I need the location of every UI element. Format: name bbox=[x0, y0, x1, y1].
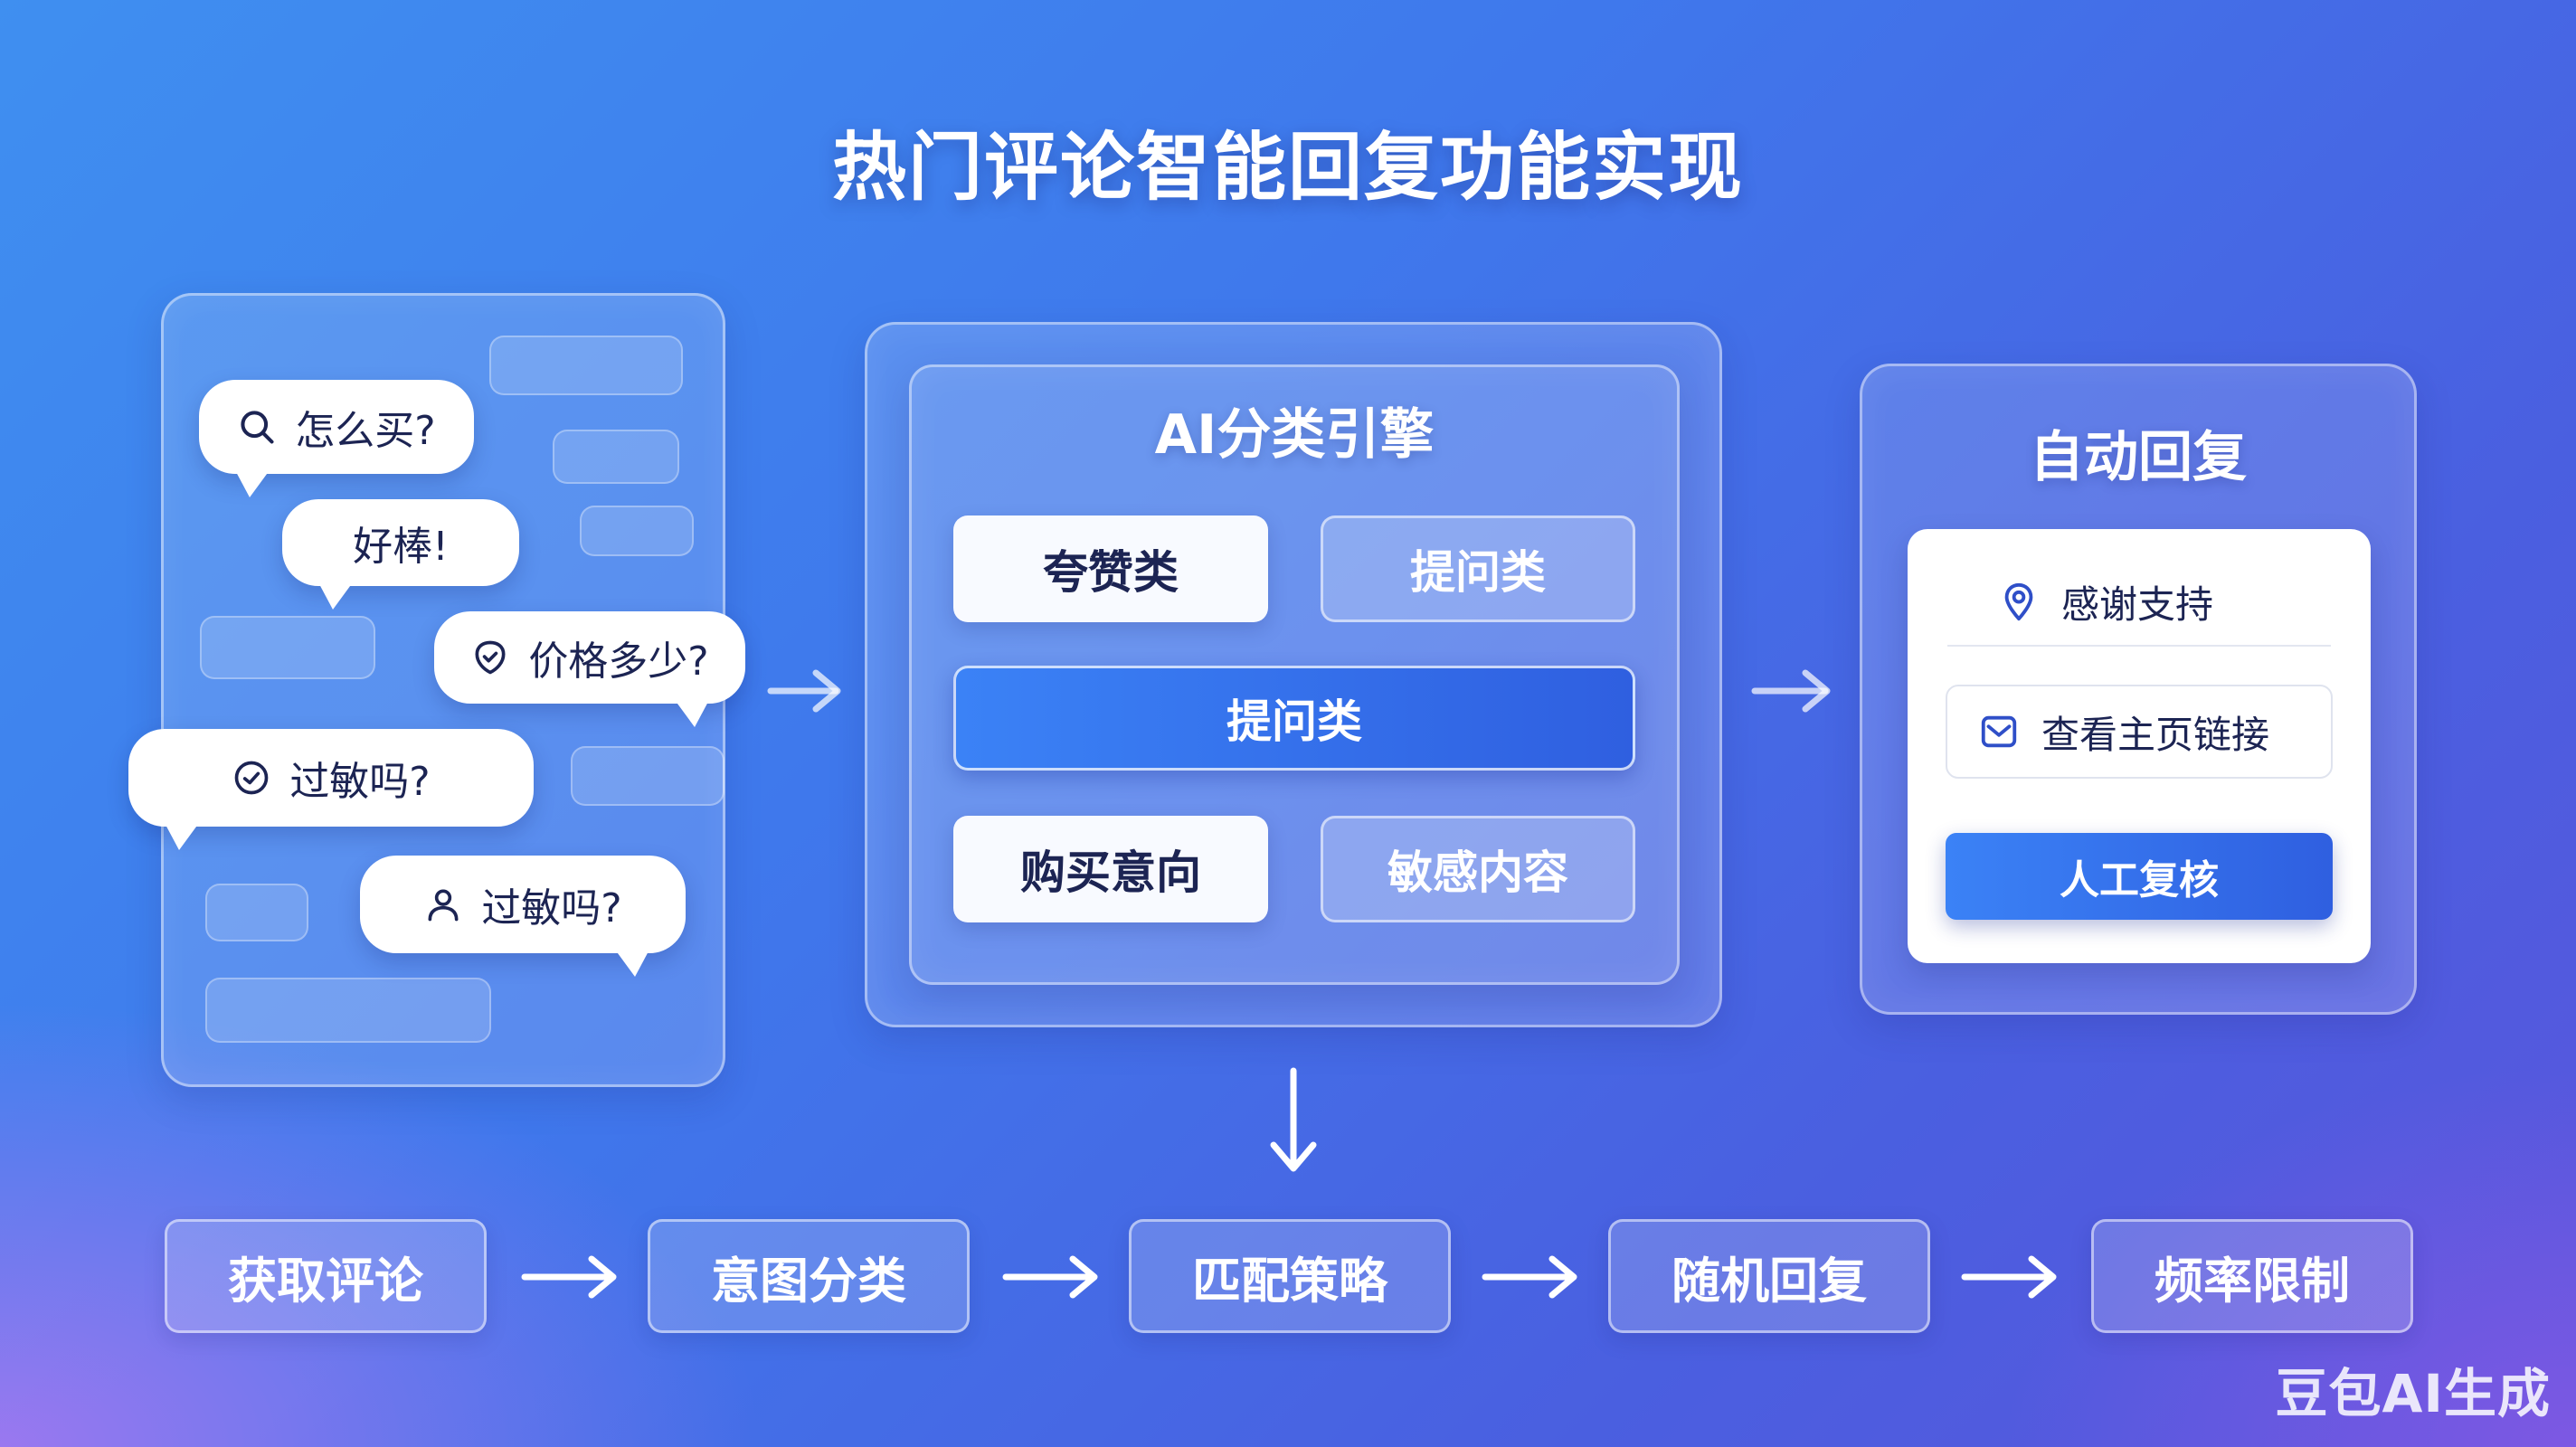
bubble-tail bbox=[615, 950, 649, 977]
location-pin-icon bbox=[2004, 582, 2033, 621]
flow-arrow-down bbox=[1264, 1067, 1322, 1176]
placeholder-bar bbox=[571, 746, 724, 806]
search-icon bbox=[241, 411, 274, 444]
pipeline-arrow bbox=[1002, 1252, 1100, 1302]
flow-arrow-right bbox=[767, 666, 843, 716]
placeholder-bar bbox=[489, 336, 683, 395]
comment-bubble: 好棒! bbox=[282, 499, 519, 610]
arrow-right-icon bbox=[1751, 669, 1831, 713]
pipeline-step-fetch: 获取评论 bbox=[165, 1219, 487, 1333]
arrow-right-icon bbox=[1482, 1255, 1577, 1299]
reply-option[interactable]: 感谢支持 bbox=[1998, 565, 2213, 638]
classifier-inner-panel: AI分类引擎 夸赞类 提问类 提问类 购买意向 敏感内容 bbox=[909, 364, 1680, 985]
arrow-right-icon bbox=[1002, 1255, 1098, 1299]
pipeline-step-rate-limit: 频率限制 bbox=[2091, 1219, 2413, 1333]
pipeline-step-random-reply: 随机回复 bbox=[1608, 1219, 1930, 1333]
bubble-tail bbox=[165, 823, 199, 850]
pipeline-step-strategy: 匹配策略 bbox=[1129, 1219, 1451, 1333]
manual-review-button[interactable]: 人工复核 bbox=[1946, 833, 2333, 920]
comment-text: 过敏吗? bbox=[481, 885, 622, 932]
comment-text: 价格多少? bbox=[528, 638, 709, 685]
comment-text: 怎么买? bbox=[295, 408, 436, 454]
reply-option-text: 查看主页链接 bbox=[2041, 712, 2270, 757]
reply-option-text: 感谢支持 bbox=[2061, 582, 2214, 627]
pipeline-arrow bbox=[1482, 1252, 1579, 1302]
placeholder-bar bbox=[580, 506, 694, 556]
flow-arrow-right bbox=[1751, 666, 1833, 716]
pipeline-arrow bbox=[1961, 1252, 2059, 1302]
arrow-right-icon bbox=[521, 1255, 617, 1299]
arrow-down-icon bbox=[1270, 1067, 1317, 1172]
category-chip-purchase-intent[interactable]: 购买意向 bbox=[953, 816, 1268, 922]
category-chip-question[interactable]: 提问类 bbox=[1321, 515, 1635, 622]
watermark: 豆包AI生成 bbox=[2275, 1363, 2551, 1424]
classifier-outer-panel: AI分类引擎 夸赞类 提问类 提问类 购买意向 敏感内容 bbox=[865, 322, 1722, 1027]
pipeline-step-intent: 意图分类 bbox=[648, 1219, 970, 1333]
auto-reply-panel: 自动回复 感谢支持 查看主页链接 人工复核 bbox=[1860, 364, 2417, 1015]
category-chip-praise[interactable]: 夸赞类 bbox=[953, 515, 1268, 622]
category-chip-question-selected[interactable]: 提问类 bbox=[953, 666, 1635, 771]
comment-bubble: 过敏吗? bbox=[360, 856, 686, 977]
comment-text: 好棒! bbox=[353, 524, 449, 570]
bubble-tail bbox=[318, 582, 353, 610]
category-chip-sensitive[interactable]: 敏感内容 bbox=[1321, 816, 1635, 922]
arrow-right-icon bbox=[767, 669, 841, 713]
auto-reply-title: 自动回复 bbox=[2030, 426, 2247, 489]
pipeline-arrow bbox=[521, 1252, 619, 1302]
page-title: 热门评论智能回复功能实现 bbox=[831, 125, 1744, 211]
check-circle-icon bbox=[234, 761, 269, 795]
user-icon bbox=[428, 889, 459, 922]
comment-bubble: 过敏吗? bbox=[128, 729, 534, 850]
placeholder-bar bbox=[205, 884, 308, 941]
placeholder-bar bbox=[205, 978, 491, 1043]
bubble-tail bbox=[235, 470, 270, 497]
classifier-title: AI分类引擎 bbox=[1154, 403, 1435, 467]
placeholder-bubble bbox=[200, 616, 375, 679]
bubble-tail bbox=[675, 700, 709, 727]
comment-bubble: 怎么买? bbox=[199, 380, 474, 497]
reply-options-card: 感谢支持 查看主页链接 人工复核 bbox=[1908, 529, 2371, 963]
mail-icon bbox=[1981, 715, 2017, 748]
reply-option[interactable]: 查看主页链接 bbox=[1946, 685, 2333, 779]
arrow-right-icon bbox=[1961, 1255, 2057, 1299]
divider bbox=[1947, 645, 2331, 647]
placeholder-bar bbox=[553, 430, 679, 484]
comment-bubble: 价格多少? bbox=[434, 611, 745, 727]
comment-text: 过敏吗? bbox=[289, 759, 431, 805]
shield-check-icon bbox=[475, 640, 506, 675]
